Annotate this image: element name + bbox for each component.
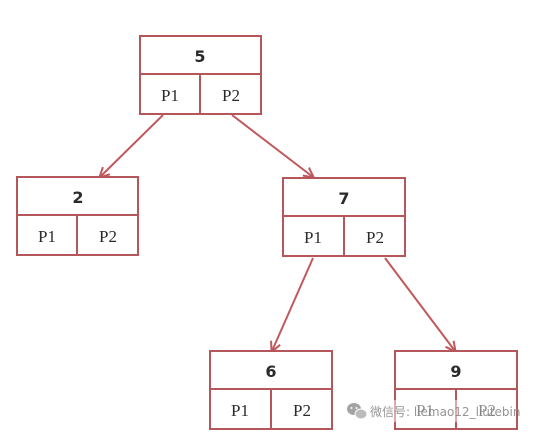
tree-edges <box>100 114 455 351</box>
pointer-left-label: P1 <box>231 401 249 420</box>
tree-node-9: 9 P1 P2 <box>394 350 518 430</box>
pointer-right-label: P2 <box>222 86 240 105</box>
node-key: 2 <box>72 188 83 207</box>
wechat-icon <box>347 403 368 420</box>
edge-5-to-7 <box>231 114 313 177</box>
tree-node-5: 5 P1 P2 <box>139 35 262 115</box>
pointer-left-label: P1 <box>38 227 56 246</box>
watermark-text: 微信号: liemao12_liutebin <box>370 405 520 419</box>
tree-node-6: 6 P1 P2 <box>209 350 333 430</box>
node-key: 9 <box>450 362 461 381</box>
pointer-left-label: P1 <box>304 228 322 247</box>
edge-5-to-2 <box>100 114 164 177</box>
pointer-left-label: P1 <box>416 401 434 420</box>
pointer-right-label: P2 <box>293 401 311 420</box>
node-key: 6 <box>265 362 276 381</box>
pointer-left-label: P1 <box>161 86 179 105</box>
pointer-right-label: P2 <box>478 401 496 420</box>
watermark: 微信号: liemao12_liutebin <box>336 400 520 422</box>
tree-node-7: 7 P1 P2 <box>282 177 406 257</box>
pointer-right-label: P2 <box>99 227 117 246</box>
edge-7-to-6 <box>272 257 314 351</box>
edge-7-to-9 <box>384 257 455 351</box>
pointer-right-label: P2 <box>366 228 384 247</box>
node-key: 7 <box>338 189 349 208</box>
tree-node-2: 2 P1 P2 <box>16 176 139 256</box>
node-key: 5 <box>194 47 205 66</box>
